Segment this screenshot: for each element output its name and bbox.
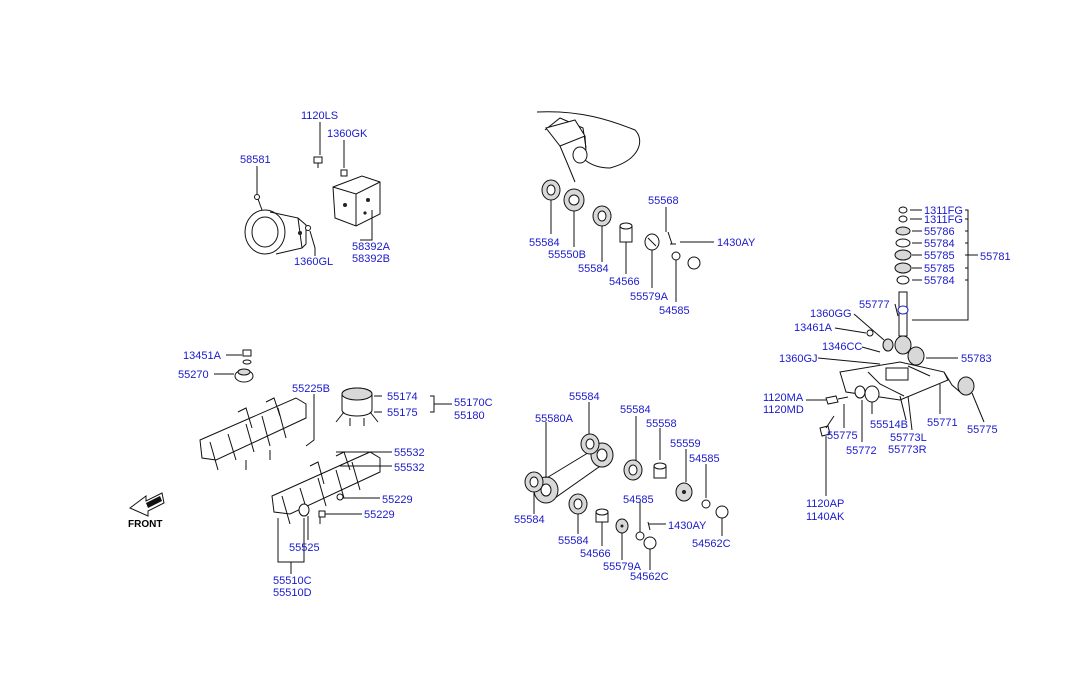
label-1120ls[interactable]: 1120LS [301, 110, 338, 122]
label-1360gj[interactable]: 1360GJ [779, 353, 818, 365]
label-1430ay-top[interactable]: 1430AY [717, 237, 756, 249]
upper-bracket-leaders [550, 200, 714, 302]
label-54585-b1[interactable]: 54585 [689, 453, 720, 465]
label-55580a[interactable]: 55580A [535, 413, 574, 425]
label-1360gl[interactable]: 1360GL [294, 256, 333, 268]
control-rod-assembly [524, 433, 729, 550]
label-1120ma[interactable]: 1120MA [763, 392, 804, 404]
label-1360gg[interactable]: 1360GG [810, 308, 852, 320]
damper-assembly [244, 156, 381, 255]
label-1430ay-b[interactable]: 1430AY [668, 520, 707, 532]
label-1311fg-1[interactable]: 1311FG [924, 205, 963, 217]
label-1140ak[interactable]: 1140AK [806, 511, 845, 523]
label-55584-b1[interactable]: 55584 [569, 391, 600, 403]
label-55775-1[interactable]: 55775 [827, 430, 858, 442]
shift-lever-assembly [819, 206, 975, 437]
label-55784-1[interactable]: 55784 [924, 238, 955, 250]
label-55785-2[interactable]: 55785 [924, 263, 955, 275]
damper-leaders [256, 122, 373, 256]
front-arrow-icon [129, 492, 165, 517]
label-54566-top[interactable]: 54566 [609, 276, 640, 288]
label-55525[interactable]: 55525 [289, 542, 320, 554]
label-55773l[interactable]: 55773L [890, 432, 927, 444]
upper-bracket-assembly [536, 111, 701, 270]
label-55584-top-2[interactable]: 55584 [578, 263, 609, 275]
part-labels: 1120LS 1360GK 58581 58392A 58392B 1360GL… [128, 110, 1011, 599]
label-55174[interactable]: 55174 [387, 391, 418, 403]
front-label: FRONT [128, 519, 162, 530]
lower-mount-assembly [199, 349, 381, 525]
label-55785-1[interactable]: 55785 [924, 250, 955, 262]
label-13451a[interactable]: 13451A [183, 350, 222, 362]
label-55783[interactable]: 55783 [961, 353, 992, 365]
label-55510d[interactable]: 55510D [273, 587, 312, 599]
label-55514b[interactable]: 55514B [870, 419, 908, 431]
label-54585-top[interactable]: 54585 [659, 305, 690, 317]
label-1120md[interactable]: 1120MD [763, 404, 804, 416]
label-58392b[interactable]: 58392B [352, 253, 390, 265]
label-55584-top-1[interactable]: 55584 [529, 237, 560, 249]
label-54562c-1[interactable]: 54562C [692, 538, 731, 550]
label-55559[interactable]: 55559 [670, 438, 701, 450]
label-55773r[interactable]: 55773R [888, 444, 927, 456]
label-55775-2[interactable]: 55775 [967, 424, 998, 436]
control-rod-leaders [533, 402, 723, 570]
label-1360gk[interactable]: 1360GK [327, 128, 368, 140]
label-55180[interactable]: 55180 [454, 410, 485, 422]
label-54566-b[interactable]: 54566 [580, 548, 611, 560]
label-55568[interactable]: 55568 [648, 195, 679, 207]
label-58581[interactable]: 58581 [240, 154, 271, 166]
label-55225b[interactable]: 55225B [292, 383, 330, 395]
label-55786[interactable]: 55786 [924, 226, 955, 238]
label-55784-2[interactable]: 55784 [924, 275, 955, 287]
label-55584-b2[interactable]: 55584 [620, 404, 651, 416]
label-55777[interactable]: 55777 [859, 299, 890, 311]
label-55772[interactable]: 55772 [846, 445, 877, 457]
label-55579a-b[interactable]: 55579A [603, 561, 642, 573]
label-55771[interactable]: 55771 [927, 417, 958, 429]
label-55270[interactable]: 55270 [178, 369, 209, 381]
label-55584-b3[interactable]: 55584 [514, 514, 545, 526]
lower-mount-leaders [214, 354, 452, 574]
label-1346cc[interactable]: 1346CC [822, 341, 862, 353]
label-55175[interactable]: 55175 [387, 407, 418, 419]
shift-lever-leaders [806, 209, 985, 496]
label-58392a[interactable]: 58392A [352, 241, 391, 253]
label-1311fg-2[interactable]: 1311FG [924, 214, 963, 226]
label-55558[interactable]: 55558 [646, 418, 677, 430]
label-55532-2[interactable]: 55532 [394, 462, 425, 474]
label-55510c[interactable]: 55510C [273, 575, 312, 587]
label-55532-1[interactable]: 55532 [394, 447, 425, 459]
label-55170c[interactable]: 55170C [454, 397, 493, 409]
label-13461a[interactable]: 13461A [794, 322, 833, 334]
label-55229-1[interactable]: 55229 [382, 494, 413, 506]
label-1120ap[interactable]: 1120AP [806, 498, 844, 510]
label-55550b[interactable]: 55550B [548, 249, 586, 261]
label-55781[interactable]: 55781 [980, 251, 1011, 263]
label-55229-2[interactable]: 55229 [364, 509, 395, 521]
label-54585-b2[interactable]: 54585 [623, 494, 654, 506]
label-54562c-2[interactable]: 54562C [630, 571, 669, 583]
label-55579a-top[interactable]: 55579A [630, 291, 669, 303]
label-55584-b4[interactable]: 55584 [558, 535, 589, 547]
